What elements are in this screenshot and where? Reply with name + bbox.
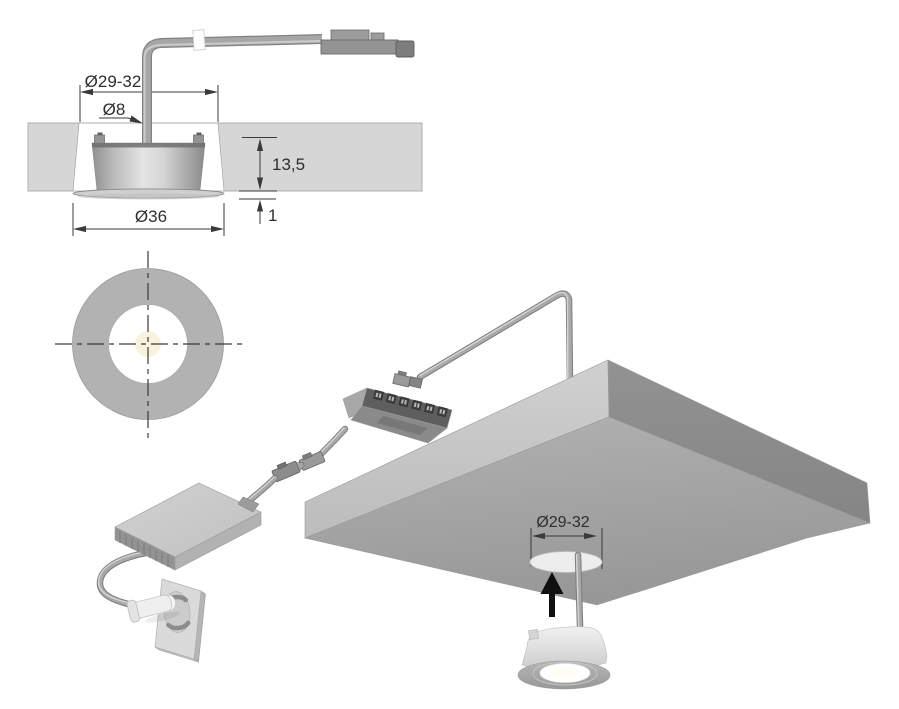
supply-cable-cross-section <box>142 34 323 145</box>
connector-male <box>271 460 305 483</box>
spotlight-cable-drop <box>574 551 584 630</box>
bottom-view <box>55 251 242 438</box>
power-plug <box>126 594 181 623</box>
dimension-flange-diameter: Ø36 <box>72 203 225 236</box>
led-center-glow <box>135 331 161 357</box>
distributor-ports <box>373 389 448 418</box>
installation-hole-label: Ø29-32 <box>536 514 589 531</box>
led-driver-box <box>114 482 262 571</box>
wall-socket <box>126 578 206 663</box>
dimension-installation-hole: Ø29-32 <box>530 514 603 569</box>
spotlight-fixture <box>517 626 611 690</box>
insertion-arrow-icon <box>540 572 564 617</box>
flange-thickness-label: 1 <box>268 206 277 225</box>
spotlight-cable-connector <box>392 370 423 389</box>
cross-section-view: Ø29-32 Ø8 <box>27 29 423 236</box>
cable-connector-cross-section <box>320 29 415 58</box>
dimension-cable-diameter: Ø8 <box>99 100 143 124</box>
distributor-block <box>342 387 453 444</box>
ceiling-panel <box>303 359 871 606</box>
distributor-bottom-recess <box>377 416 428 435</box>
recessed-fixture-body <box>72 142 225 200</box>
distributor-input-cable <box>317 425 349 458</box>
dimension-flange-thickness: 1 <box>239 198 277 225</box>
dimension-hole-diameter: Ø29-32 <box>79 72 219 122</box>
spotlight-cable-over-panel <box>416 290 574 386</box>
cavity-wall-right <box>217 123 225 191</box>
hole-diameter-label: Ø29-32 <box>85 72 142 91</box>
fixture-height-label: 13,5 <box>272 155 305 174</box>
cable-connector-pair <box>271 451 326 483</box>
cavity-wall-left <box>72 123 80 191</box>
cable-diameter-label: Ø8 <box>103 100 126 119</box>
driver-heatsink-ribs <box>119 531 169 567</box>
dimension-fixture-height: 13,5 <box>239 137 305 192</box>
mounting-hole <box>529 551 603 573</box>
cable-marker <box>192 29 206 51</box>
mains-cable <box>96 547 162 610</box>
flange-diameter-label: Ø36 <box>135 207 167 226</box>
driver-cable-gland <box>237 496 260 513</box>
installation-view: Ø29-32 <box>96 290 871 690</box>
driver-output-cable <box>245 474 279 505</box>
